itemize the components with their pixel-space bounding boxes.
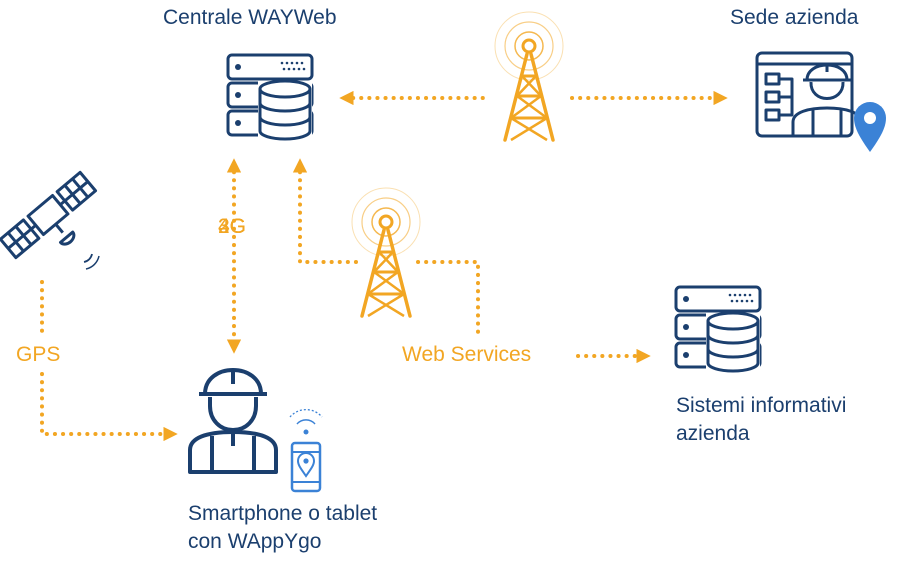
connector-webservices-right [416, 260, 480, 336]
central-server-icon [226, 53, 314, 141]
construction-worker-icon [188, 368, 278, 474]
satellite-signal-outer [85, 255, 100, 270]
radio-tower-middle-icon [350, 186, 422, 318]
network-2g-label: 2G [218, 215, 247, 238]
smartphone-label-line1: Smartphone o tablet [188, 502, 378, 525]
enterprise-systems-label-line2: azienda [676, 422, 750, 445]
gps-label: GPS [16, 343, 61, 366]
connector-central-to-webservices-left [292, 158, 358, 264]
satellite-signal-inner [83, 253, 93, 263]
smartphone-location-icon [289, 408, 323, 493]
company-site-label: Sede azienda [730, 6, 859, 29]
enterprise-systems-label: Sistemi informativi azienda [676, 392, 846, 448]
enterprise-server-icon [674, 285, 762, 373]
smartphone-label-line2: con WAppYgo [188, 530, 322, 553]
central-server-label: Centrale WAYWeb [163, 6, 337, 29]
satellite-icon [0, 170, 98, 260]
network-4g-label: 4G [218, 215, 247, 238]
radio-tower-top-icon [493, 10, 565, 142]
enterprise-systems-label-line1: Sistemi informativi [676, 394, 847, 417]
network-3g-label: 3G [218, 215, 247, 238]
company-site-icon [755, 51, 863, 138]
location-pin-icon [854, 102, 886, 152]
smartphone-label: Smartphone o tablet con WAppYgo [188, 500, 377, 556]
web-services-label: Web Services [402, 343, 532, 366]
connector-gps-to-worker [40, 372, 178, 442]
